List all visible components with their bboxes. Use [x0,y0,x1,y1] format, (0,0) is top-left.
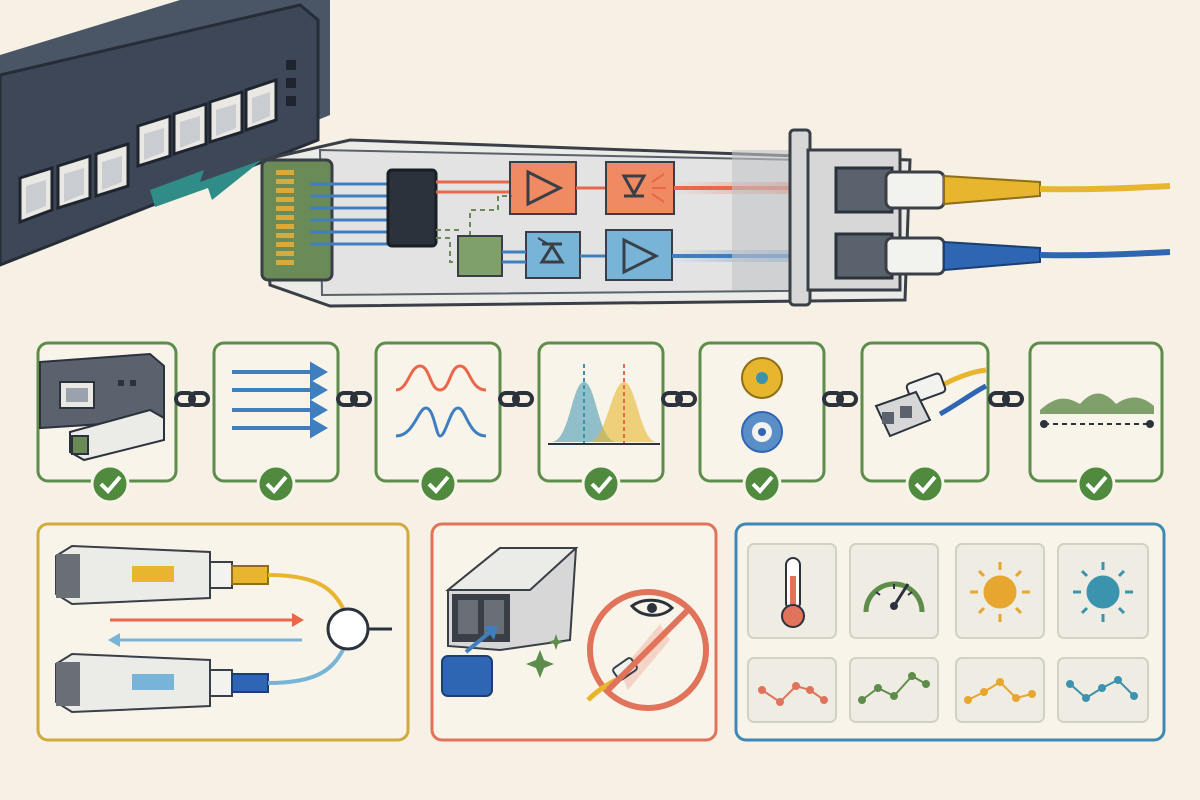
chain-link-icon [661,391,697,407]
gold-contacts [276,170,294,265]
sparkle-icon [526,634,564,678]
check-icon [905,464,945,504]
check-icon [256,464,296,504]
parallel-lanes-icon [232,361,328,439]
wavelength-peaks-icon [548,364,660,445]
photodiode [525,231,581,279]
switch-port[interactable] [136,113,172,169]
chain-link-icon [988,391,1024,407]
monitor-traces [436,195,512,263]
switch-port[interactable] [172,101,208,157]
network-switch [0,0,330,267]
tx-driver [509,161,577,215]
sun-icon [1073,562,1133,622]
switch-port[interactable] [244,77,278,133]
controller-chip [386,168,438,248]
arrow-right-icon [150,160,262,207]
arrow-up-right-icon [464,626,498,654]
signal-profile-icon [1040,393,1154,428]
loopback-test-panel [36,522,410,742]
chain-link-icon [336,391,372,407]
check-icon [742,464,782,504]
trend-tile [955,657,1045,723]
switch-port[interactable] [18,165,54,225]
dust-cap [441,655,493,697]
yellow-fiber-cable [884,170,1171,210]
trend-sparkline [1066,676,1138,702]
no-eye-icon [586,589,709,711]
sfp-module-bottom [55,652,269,714]
switch-port[interactable] [94,141,130,199]
switch-led [286,78,296,88]
check-icon [1076,464,1116,504]
waveform-icon [395,364,487,438]
sfp-module [260,128,912,308]
loopback-coupler [326,607,370,651]
fiber-core-icon [741,357,783,453]
sfp-module-top [55,544,269,606]
trend-sparkline [964,678,1036,704]
data-traces [310,182,388,246]
safety-panel [430,522,718,742]
thermometer-icon [781,557,805,628]
switch-led [286,96,296,106]
chain-link-icon [822,391,858,407]
check-icon [418,464,458,504]
switch-port-sfp-icon [39,352,165,462]
rx-amplifier [605,229,673,281]
tx-traces [436,180,512,194]
monitoring-ic [457,235,503,277]
lc-connector-icon [874,367,988,438]
switch-port[interactable] [208,89,244,145]
arrow-left-icon [108,633,302,647]
switch-led [286,60,296,70]
blue-fiber-cable [884,236,1171,276]
step-flow [36,341,1164,504]
trend-tile [849,657,939,723]
sun-icon [970,562,1030,622]
gauge-icon [863,581,925,613]
laser-diode [605,161,675,215]
chain-link-icon [498,391,534,407]
check-icon [581,464,621,504]
sfp-receptacle-closeup [445,547,579,652]
step-card [374,341,502,483]
trend-sparkline [858,672,930,704]
check-icon [90,464,130,504]
chain-link-icon [174,391,210,407]
step-card [537,341,665,483]
switch-port[interactable] [56,153,92,211]
arrow-right-icon [110,613,304,627]
monitoring-panel [734,522,1166,742]
metric-tile [849,543,939,639]
trend-sparkline [758,682,828,706]
